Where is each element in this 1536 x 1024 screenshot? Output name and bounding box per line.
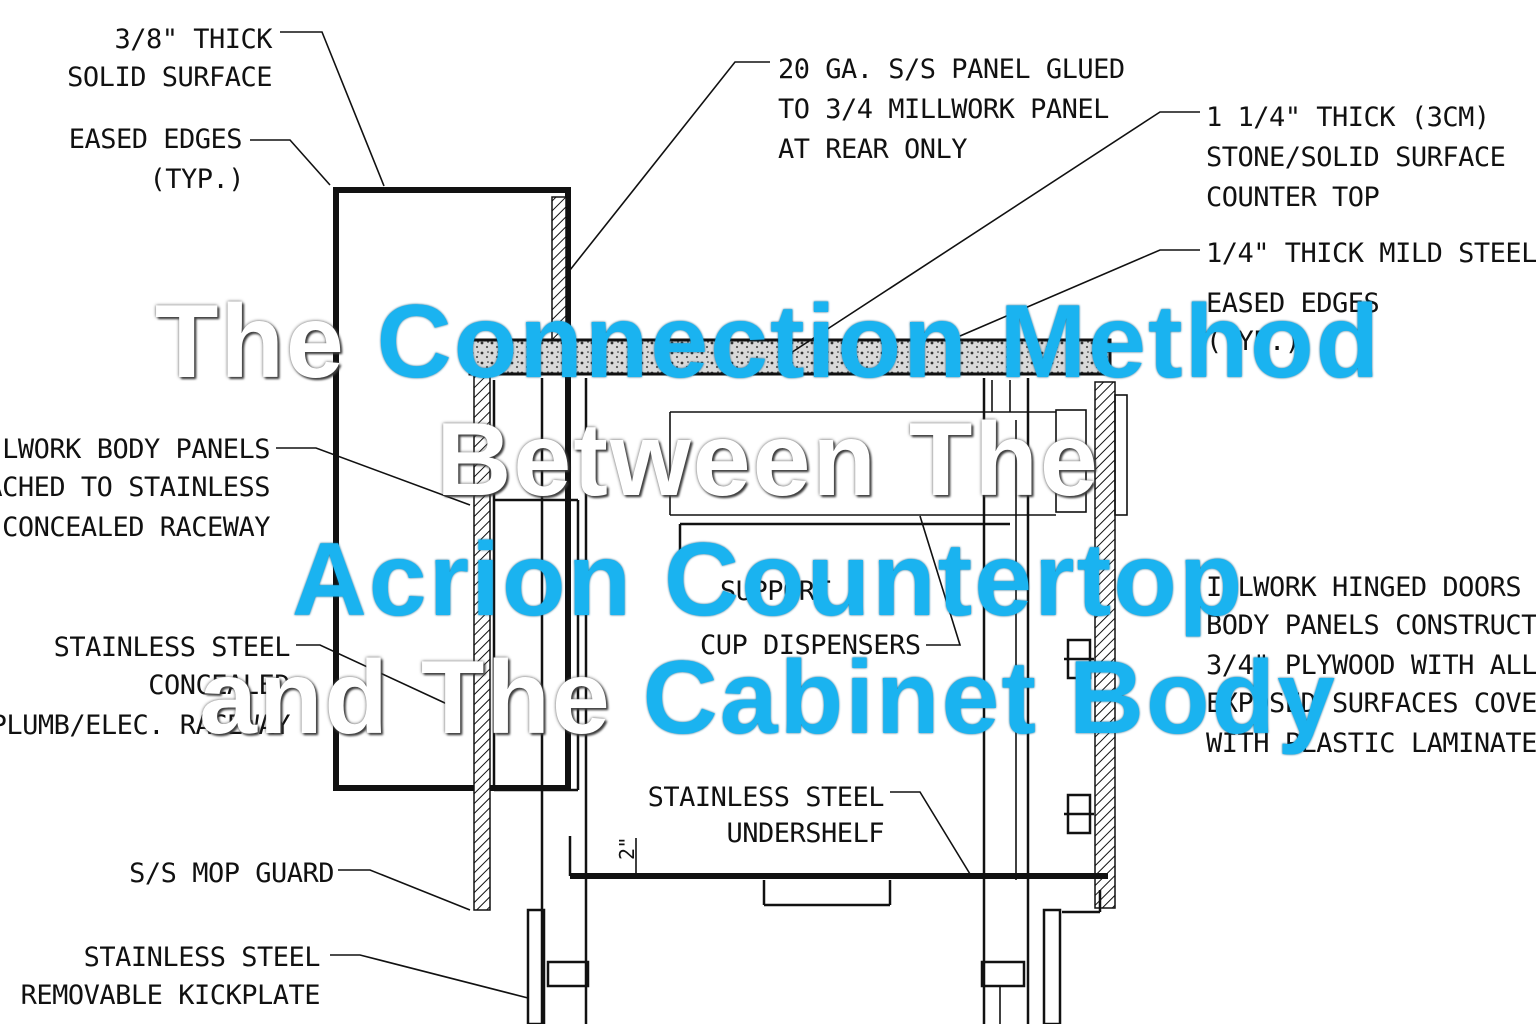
cabinet-legs <box>526 908 1062 1024</box>
title-word: Between The <box>436 402 1100 518</box>
note-raceway: CONCEALED <box>148 670 290 701</box>
note-eased-right: EASED EDGES <box>1206 288 1379 319</box>
title-word: The <box>154 284 346 400</box>
note-counter-top: STONE/SOLID SURFACE <box>1206 142 1505 173</box>
note-ss-panel: 20 GA. S/S PANEL GLUED <box>778 54 1125 85</box>
note-hinged-doors: WITH PLASTIC LAMINATE. <box>1206 728 1536 759</box>
leader-lines <box>250 31 1200 999</box>
countertop-slab <box>468 338 1112 376</box>
title-line-2: Between The <box>0 408 1536 512</box>
title-word: Connection Method <box>376 284 1382 400</box>
title-line-4: and The Cabinet Body <box>0 646 1536 750</box>
title-line-3: Acrion Countertop <box>0 528 1536 632</box>
note-eased-right: (TYP.) <box>1206 326 1301 357</box>
note-hinged-doors: EXPOSED SURFACES COVE <box>1206 688 1536 719</box>
right-body-panel <box>1055 381 1128 909</box>
title-word: and The <box>199 640 612 756</box>
title-line-1: The Connection Method <box>0 290 1536 394</box>
undershelf <box>568 836 1108 914</box>
note-hinged-doors: ILLWORK HINGED DOORS <box>1206 572 1521 603</box>
annotations: 3/8" THICK SOLID SURFACE EASED EDGES (TY… <box>0 24 1536 1011</box>
hinge-icon <box>1064 638 1094 680</box>
note-undershelf: UNDERSHELF <box>726 818 884 849</box>
note-solid-surface: 3/8" THICK <box>114 24 273 55</box>
hinge-icon <box>1064 793 1094 835</box>
note-eased-edges: EASED EDGES <box>69 124 242 155</box>
note-support: SUPPORT <box>720 576 831 607</box>
note-mild-steel: 1/4" THICK MILD STEEL P <box>1206 238 1536 269</box>
note-raceway: STAINLESS STEEL <box>54 632 291 663</box>
note-hinged-doors: BODY PANELS CONSTRUCT <box>1206 610 1536 641</box>
note-kickplate: STAINLESS STEEL <box>84 942 321 973</box>
note-counter-top: 1 1/4" THICK (3CM) <box>1206 102 1490 133</box>
note-eased-edges: (TYP.) <box>149 164 244 195</box>
note-raceway: PLUMB/ELEC. RACEWAY <box>0 710 290 741</box>
note-millwork-panels: LWORK BODY PANELS <box>2 434 270 465</box>
title-word: Acrion Countertop <box>291 522 1245 638</box>
note-kickplate: REMOVABLE KICKPLATE <box>21 980 320 1011</box>
note-solid-surface: SOLID SURFACE <box>67 62 272 93</box>
note-counter-top: COUNTER TOP <box>1206 182 1380 213</box>
note-hinged-doors: 3/4" PLYWOOD WITH ALL <box>1206 650 1536 681</box>
note-dimension: 2" <box>615 837 639 860</box>
note-millwork-panels: CONCEALED RACEWAY <box>2 512 270 543</box>
note-undershelf: STAINLESS STEEL <box>648 782 885 813</box>
title-word: Cabinet Body <box>642 640 1337 756</box>
note-cup-dispensers: CUP DISPENSERS <box>700 630 921 661</box>
note-millwork-panels: TACHED TO STAINLESS <box>0 472 270 503</box>
note-ss-panel: TO 3/4 MILLWORK PANEL <box>778 94 1109 125</box>
upper-tower <box>333 187 571 791</box>
cabinet-interior <box>540 378 1056 1024</box>
note-ss-panel: AT REAR ONLY <box>778 134 967 165</box>
note-mop-guard: S/S MOP GUARD <box>129 858 334 889</box>
left-body-panel <box>473 375 580 911</box>
